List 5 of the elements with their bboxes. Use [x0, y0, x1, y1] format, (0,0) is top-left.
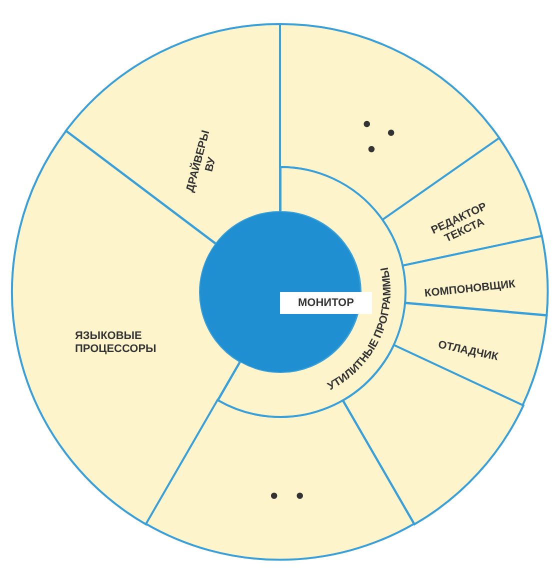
ellipsis-mark: • •: [269, 484, 311, 507]
sector-label: КОМПОНОВЩИК: [422, 278, 517, 302]
title-plate: МОНИТОР: [280, 292, 372, 314]
sector-label: ЯЗЫКОВЫЕ ПРОЦЕССОРЫ: [75, 330, 158, 356]
ellipsis-mark: • • •: [358, 110, 406, 166]
